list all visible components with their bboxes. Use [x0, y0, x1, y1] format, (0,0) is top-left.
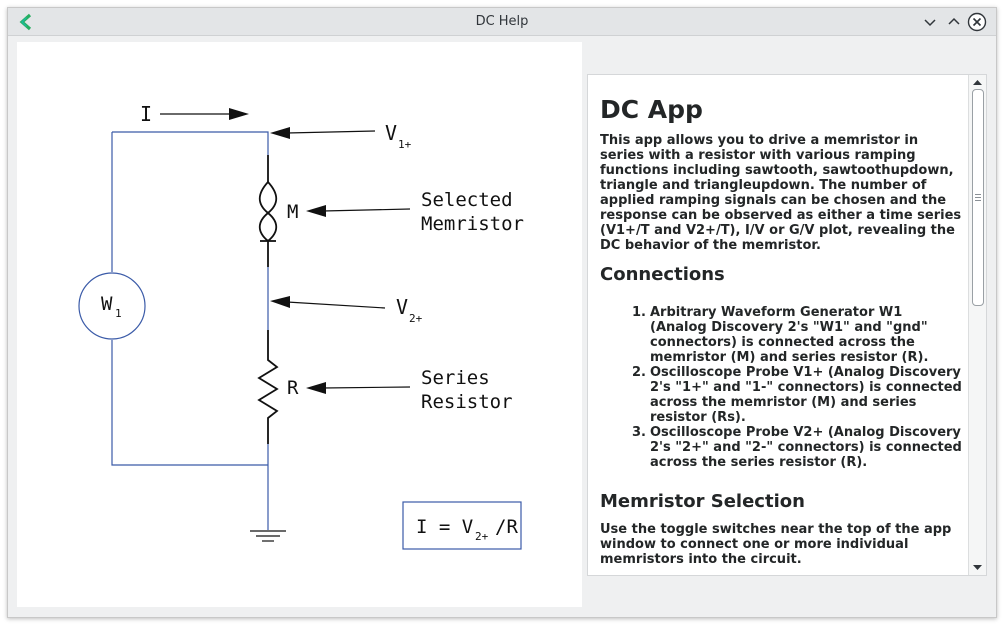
circuit-diagram: W 1 M R I — [78, 102, 524, 550]
help-content: DC App This app allows you to drive a me… — [588, 75, 966, 575]
circuit-diagram-panel: W 1 M R I — [17, 42, 582, 607]
resistor-callout-line1: Series — [421, 367, 490, 389]
source-w1 — [78, 272, 146, 340]
help-scrollbar[interactable] — [968, 75, 986, 575]
grip-line — [975, 200, 981, 201]
resistor-label: R — [287, 377, 299, 399]
v1-arrow — [270, 127, 376, 139]
help-text-browser[interactable]: DC App This app allows you to drive a me… — [587, 74, 987, 576]
circuit-wires — [111, 131, 269, 530]
memristor-arrow — [306, 205, 411, 217]
v2-label: V — [396, 295, 408, 319]
equation-right: /R — [495, 516, 518, 538]
close-icon[interactable] — [967, 12, 987, 32]
kde-chevron-icon — [19, 13, 32, 31]
selection-heading: Memristor Selection — [600, 491, 805, 512]
equation-sub: 2+ — [475, 530, 489, 543]
v1-label: V — [385, 121, 397, 145]
v2-sub: 2+ — [409, 312, 423, 325]
list-item: 3.Oscilloscope Probe V2+ (Analog Discove… — [632, 425, 962, 470]
resistor-callout-line2: Resistor — [421, 391, 513, 413]
help-intro: This app allows you to drive a memristor… — [600, 133, 962, 253]
help-window: DC Help — [7, 7, 997, 618]
connections-list: 1.Arbitrary Waveform Generator W1 (Analo… — [626, 305, 962, 470]
memristor-callout-line1: Selected — [421, 189, 513, 211]
current-arrow — [160, 108, 249, 120]
maximize-icon[interactable] — [944, 12, 964, 32]
source-sub: 1 — [115, 307, 122, 320]
ground-symbol — [250, 530, 286, 542]
minimize-icon[interactable] — [920, 12, 940, 32]
window-title: DC Help — [475, 14, 529, 29]
title-bar[interactable]: DC Help — [8, 8, 996, 36]
v1-sub: 1+ — [398, 138, 412, 151]
memristor-symbol — [258, 155, 278, 267]
equation-box — [402, 501, 522, 550]
memristor-label: M — [287, 201, 298, 223]
resistor-symbol — [257, 330, 279, 444]
grip-line — [975, 197, 981, 198]
memristor-callout-line2: Memristor — [421, 213, 524, 235]
resistor-arrow — [306, 382, 411, 394]
source-label: W — [101, 293, 113, 315]
scroll-up-icon[interactable] — [972, 78, 983, 86]
list-item: 1.Arbitrary Waveform Generator W1 (Analo… — [632, 305, 929, 365]
current-label: I — [140, 102, 152, 126]
equation-left: I = V — [416, 516, 473, 538]
connections-heading: Connections — [600, 264, 725, 285]
scroll-down-icon[interactable] — [972, 564, 983, 572]
scrollbar-thumb[interactable] — [972, 89, 984, 306]
selection-text: Use the toggle switches near the top of … — [600, 522, 952, 567]
help-title: DC App — [600, 95, 703, 124]
grip-line — [975, 194, 981, 195]
list-item: 2.Oscilloscope Probe V1+ (Analog Discove… — [632, 365, 962, 425]
v2-arrow — [270, 296, 386, 309]
